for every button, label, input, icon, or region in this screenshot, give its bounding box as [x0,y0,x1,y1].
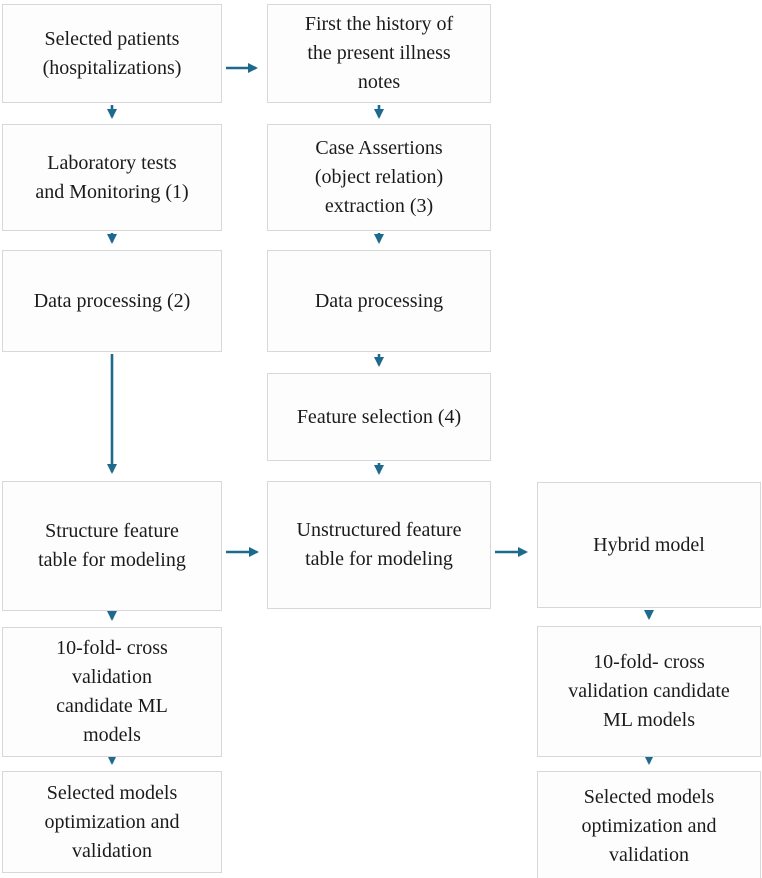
box-laboratory-tests-label: Laboratory tests and Monitoring (1) [35,151,189,203]
box-structure-feature-table: Structure feature table for modeling [2,481,222,611]
box-selected-models-hybrid-label: Selected models optimization and validat… [581,785,717,866]
box-structure-feature-table-label: Structure feature table for modeling [38,520,186,571]
box-selected-patients: Selected patients (hospitalizations) [2,4,222,103]
box-hybrid-model: Hybrid model [537,482,761,608]
box-data-processing-unstructured-label: Data processing [314,289,444,312]
box-selected-models-structured: Selected models optimization and validat… [2,771,222,873]
box-hybrid-model-label: Hybrid model [593,533,705,556]
box-cross-validation-hybrid: 10-fold- cross validation candidate ML m… [537,626,761,757]
box-laboratory-tests: Laboratory tests and Monitoring (1) [2,124,222,231]
box-unstructured-feature-table: Unstructured feature table for modeling [267,481,491,609]
box-selected-models-hybrid: Selected models optimization and validat… [537,771,761,878]
box-history-notes-label: First the history of the present illness… [304,13,454,93]
box-data-processing-unstructured: Data processing [267,250,491,352]
box-selected-models-structured-label: Selected models optimization and validat… [44,781,180,862]
box-feature-selection: Feature selection (4) [267,373,491,461]
box-selected-patients-label: Selected patients (hospitalizations) [42,27,182,79]
box-data-processing-structured: Data processing (2) [2,250,222,352]
box-cross-validation-hybrid-label: 10-fold- cross validation candidate ML m… [568,651,730,731]
box-cross-validation-structured-label: 10-fold- cross validation candidate ML m… [56,637,168,746]
box-case-assertions-label: Case Assertions (object relation) extrac… [314,137,444,217]
box-unstructured-feature-table-label: Unstructured feature table for modeling [296,519,462,570]
box-data-processing-structured-label: Data processing (2) [33,289,191,312]
box-history-notes: First the history of the present illness… [267,4,491,103]
box-case-assertions: Case Assertions (object relation) extrac… [267,124,491,231]
box-cross-validation-structured: 10-fold- cross validation candidate ML m… [2,627,222,757]
box-feature-selection-label: Feature selection (4) [296,405,462,428]
